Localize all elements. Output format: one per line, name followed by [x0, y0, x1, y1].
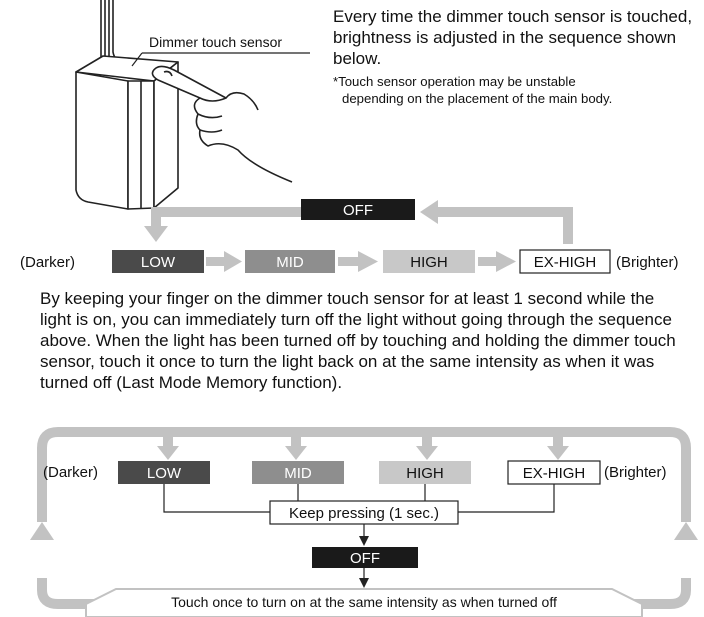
- arrow-low-mid-shaft: [206, 257, 226, 266]
- description-text: By keeping your finger on the dimmer tou…: [40, 289, 676, 392]
- down-arrow-exhigh-shaft: [553, 432, 563, 448]
- device-illustration: [75, 0, 293, 210]
- bracket-low: [163, 484, 270, 513]
- level-low: [112, 250, 204, 273]
- memory-down-arrows: [157, 432, 569, 460]
- arrow-high-exhigh-shaft: [478, 257, 498, 266]
- off-label: OFF: [343, 202, 373, 219]
- arrow-low-mid-head: [224, 251, 242, 272]
- sequence-diagram: OFF (Darker) LOW MID HIGH EX-HIGH (Brigh…: [20, 199, 679, 274]
- note-text: *Touch sensor operation may be unstable …: [333, 73, 703, 107]
- down-arrow-low-shaft: [163, 432, 173, 448]
- memory-loop-top: [37, 427, 691, 522]
- brighter-label: (Brighter): [616, 254, 679, 271]
- arrow-off-to-low: [151, 207, 301, 226]
- down-arrow-mid-shaft: [291, 432, 301, 448]
- step-arrows: [206, 251, 516, 272]
- memory-brighter-label: (Brighter): [604, 464, 667, 481]
- memory-level-mid: [252, 461, 344, 484]
- off-box: [301, 199, 415, 220]
- down-arrow-high-head: [416, 446, 438, 460]
- touch-once-banner: [85, 588, 643, 617]
- memory-up-arrow-left: [30, 522, 54, 540]
- memory-darker-label: (Darker): [43, 464, 98, 481]
- memory-off-label: OFF: [350, 550, 380, 567]
- level-low-label: LOW: [141, 254, 176, 271]
- level-exhigh: [519, 249, 611, 274]
- level-high-label: HIGH: [410, 254, 448, 271]
- arrowhead-to-low: [144, 226, 168, 242]
- memory-level-high-label: HIGH: [406, 465, 444, 482]
- arrow-mid-high-shaft: [338, 257, 360, 266]
- down-arrow-mid-head: [285, 446, 307, 460]
- memory-up-arrow-right: [674, 522, 698, 540]
- memory-loop-left-bottom: [37, 578, 102, 609]
- arrowhead-off-to-touch: [359, 578, 369, 588]
- arrowhead-to-memory-off: [359, 536, 369, 546]
- down-arrow-exhigh-head: [547, 446, 569, 460]
- memory-loop-right-bottom: [628, 578, 691, 609]
- note-line-1: *Touch sensor operation may be unstable: [333, 74, 576, 89]
- level-mid-label: MID: [276, 254, 304, 271]
- level-high: [383, 250, 475, 273]
- arrow-high-exhigh-head: [496, 251, 516, 272]
- darker-label: (Darker): [20, 254, 75, 271]
- memory-diagram: (Darker) LOW MID HIGH EX-HIGH (Brighter)…: [30, 427, 698, 617]
- bracket-exhigh: [458, 484, 555, 513]
- level-exhigh-label: EX-HIGH: [534, 254, 597, 271]
- memory-level-low: [118, 461, 210, 484]
- keep-pressing-label: Keep pressing (1 sec.): [289, 505, 439, 522]
- sensor-leader-pointer: [131, 52, 143, 67]
- memory-level-mid-label: MID: [284, 465, 312, 482]
- memory-level-high: [379, 461, 471, 484]
- intro-text: Every time the dimmer touch sensor is to…: [333, 7, 693, 68]
- arrow-exhigh-to-off: [428, 207, 573, 244]
- touch-once-label: Touch once to turn on at the same intens…: [171, 594, 557, 610]
- arrowhead-to-off: [420, 200, 438, 224]
- down-arrow-low-head: [157, 446, 179, 460]
- down-arrow-high-shaft: [422, 432, 432, 448]
- sensor-label: Dimmer touch sensor: [149, 34, 282, 50]
- memory-level-low-label: LOW: [147, 465, 182, 482]
- arrow-mid-high-head: [358, 251, 378, 272]
- memory-off-box: [312, 547, 418, 568]
- note-line-2: depending on the placement of the main b…: [342, 91, 613, 106]
- memory-level-exhigh-label: EX-HIGH: [523, 465, 586, 482]
- level-mid: [245, 250, 335, 273]
